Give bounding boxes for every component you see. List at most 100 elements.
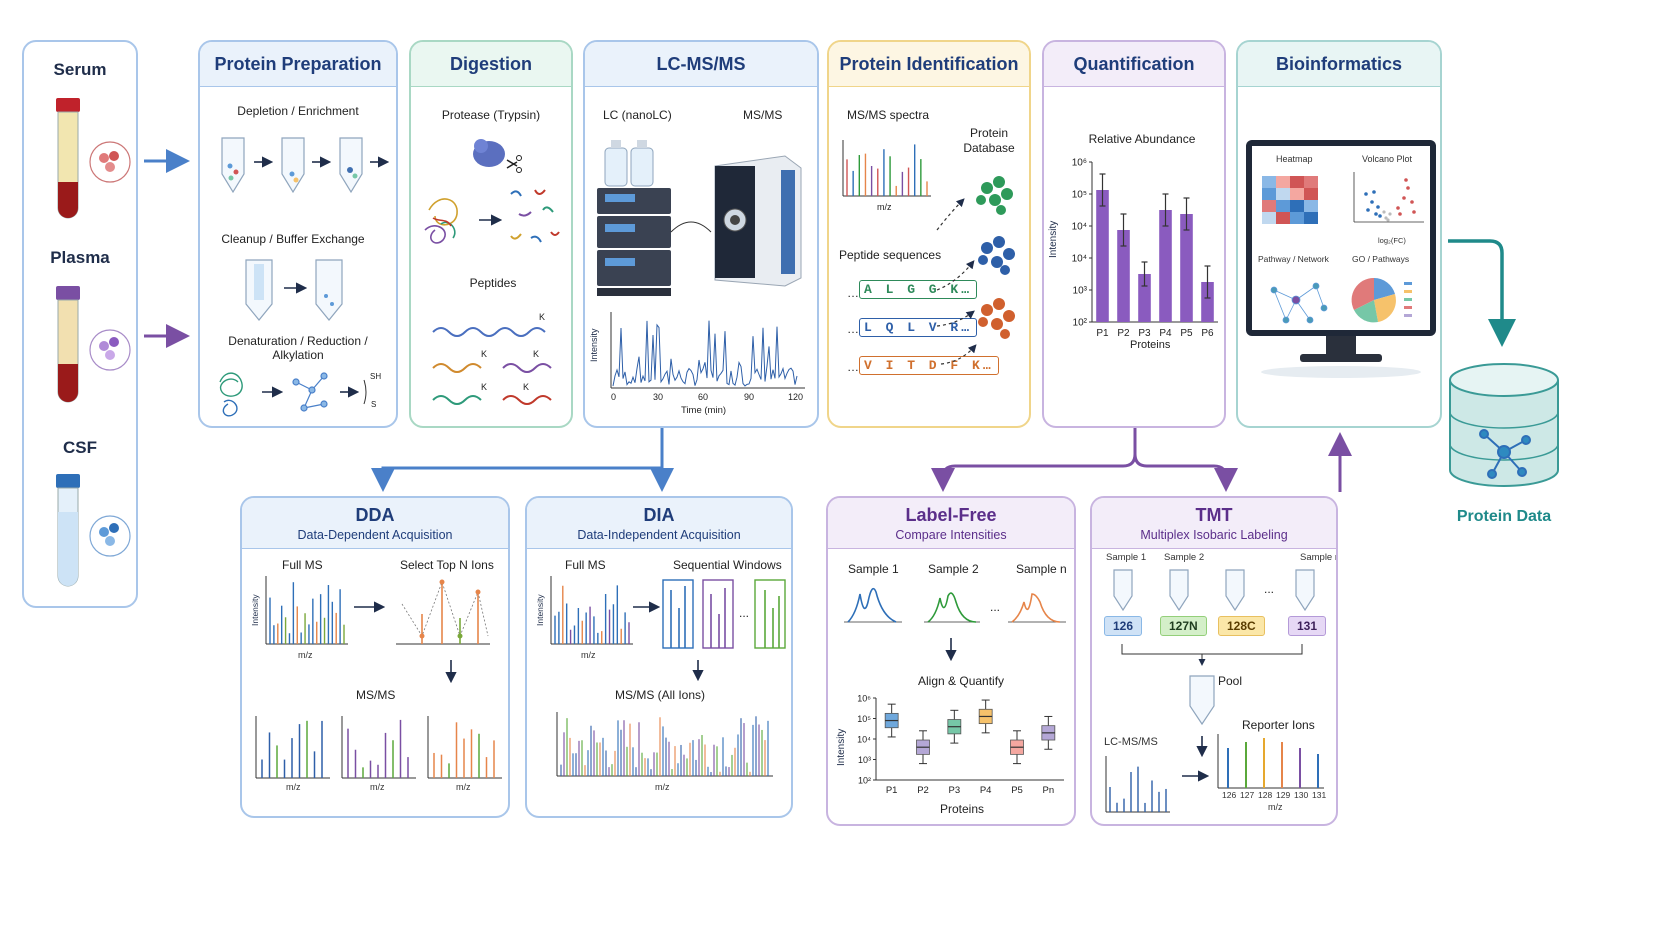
quantification-header: Quantification xyxy=(1044,42,1224,87)
sh-label: SH xyxy=(370,372,382,381)
pie-chart-icon xyxy=(1351,277,1412,323)
dda-full-ms-spectrum xyxy=(265,576,348,645)
identification-header: Protein Identification xyxy=(829,42,1029,87)
chromatogram-trace xyxy=(612,320,798,387)
page-title-identification: Protein Identification xyxy=(839,53,1019,74)
dia-panel: DIA Data-Independent Acquisition Full MS… xyxy=(525,496,793,818)
page-title-lcms: LC-MS/MS xyxy=(656,53,746,74)
tmt-ion-tick-128: 128 xyxy=(1258,790,1273,800)
k-label-4: K xyxy=(481,382,488,392)
depletion-label: Depletion / Enrichment xyxy=(237,104,359,118)
lf-align-label: Align & Quantify xyxy=(918,674,1005,688)
tmt-sample-n: Sample n xyxy=(1300,552,1338,563)
digestion-header: Digestion xyxy=(411,42,571,87)
dda-mz-2: m/z xyxy=(286,782,301,792)
abundance-x-tick-label: P2 xyxy=(1117,328,1130,339)
spectra-label: MS/MS spectra xyxy=(847,108,930,122)
bioinformatics-header: Bioinformatics xyxy=(1238,42,1440,87)
protein-data-label: Protein Data xyxy=(1456,508,1552,525)
dia-ellipsis: ... xyxy=(739,606,750,620)
boxplot-x-tick-label: P2 xyxy=(917,785,929,796)
denaturation-label-1: Denaturation / Reduction / xyxy=(228,334,368,348)
dia-windows-icon xyxy=(662,579,786,649)
protein-fold-icon xyxy=(219,372,243,417)
dda-msms-spectra xyxy=(255,716,502,779)
abundance-bar xyxy=(1201,282,1214,322)
dda-full-ms-label: Full MS xyxy=(282,558,323,572)
tmt-reporter-spectrum xyxy=(1217,734,1324,789)
peptide-sequence-1: A L G G K… xyxy=(859,280,978,299)
boxplot-y-tick-label: 10⁵ xyxy=(857,714,871,724)
dda-mz-4: m/z xyxy=(456,782,471,792)
dia-mz-2: m/z xyxy=(655,782,670,792)
lf-peaks-icon xyxy=(844,587,1066,623)
lf-sample-1: Sample 1 xyxy=(848,562,899,576)
abundance-x-tick-label: P1 xyxy=(1096,328,1109,339)
abundance-y-tick-label: 10² xyxy=(1073,318,1088,329)
abundance-bar xyxy=(1159,210,1172,322)
dda-ylabel: Intensity xyxy=(250,594,260,626)
database-label-2: Database xyxy=(963,141,1015,155)
abundance-x-tick-label: P4 xyxy=(1159,328,1172,339)
tmt-title: TMT xyxy=(1195,504,1233,525)
lf-sample-n: Sample n xyxy=(1016,562,1067,576)
abundance-bar xyxy=(1096,190,1109,322)
abundance-title: Relative Abundance xyxy=(1088,132,1196,146)
tmt-tag-131: 131 xyxy=(1288,616,1327,636)
boxplot-y-tick-label: 10³ xyxy=(858,755,871,765)
tmt-panel: TMT Multiplex Isobaric Labeling Sample 1… xyxy=(1090,496,1338,826)
lf-sample-2: Sample 2 xyxy=(928,562,979,576)
spectrum-mz-label: m/z xyxy=(877,202,892,212)
denaturation-label-2: Alkylation xyxy=(272,348,324,362)
protein-green-icon xyxy=(976,176,1013,215)
boxplot-x-tick-label: P5 xyxy=(1011,785,1023,796)
abundance-y-tick-label: 10³ xyxy=(1073,286,1088,297)
dia-ylabel: Intensity xyxy=(535,594,545,626)
boxplot-x-tick-label: P1 xyxy=(886,785,898,796)
boxplot-y-tick-label: 10⁴ xyxy=(857,735,871,745)
volcano-label: Volcano Plot xyxy=(1362,154,1413,164)
k-label-2: K xyxy=(481,349,488,359)
label-free-panel: Label-Free Compare Intensities Sample 1 … xyxy=(826,496,1076,826)
dda-mz-1: m/z xyxy=(298,650,313,660)
chromatogram-xtick-60: 60 xyxy=(698,392,709,402)
peptide-chains-icon xyxy=(432,327,552,405)
dda-arrow-down xyxy=(445,660,457,684)
tmt-ion-tick-130: 130 xyxy=(1294,790,1309,800)
tmt-mz-label: m/z xyxy=(1268,802,1283,812)
quantification-panel: Quantification Relative Abundance Intens… xyxy=(1042,40,1226,428)
abundance-y-tick-label: 10⁴ xyxy=(1072,222,1087,233)
dia-msms-label: MS/MS (All Ions) xyxy=(615,688,706,702)
protease-label: Protease (Trypsin) xyxy=(441,108,541,122)
abundance-x-tick-label: P3 xyxy=(1138,328,1151,339)
boxplot-x-tick-label: P4 xyxy=(980,785,992,796)
plasma-tube-icon xyxy=(56,286,131,403)
k-label-3: K xyxy=(533,349,540,359)
lcms-header: LC-MS/MS xyxy=(585,42,817,87)
chromatogram-xtick-90: 90 xyxy=(744,392,755,402)
abundance-x-tick-label: P6 xyxy=(1201,328,1214,339)
dda-panel: DDA Data-Dependent Acquisition Full MS S… xyxy=(240,496,510,818)
chromatogram-xtick-30: 30 xyxy=(653,392,664,402)
pathway-label: Pathway / Network xyxy=(1258,254,1329,264)
page-title-protein-preparation: Protein Preparation xyxy=(214,53,382,74)
depletion-tubes-icon xyxy=(221,137,363,194)
dia-arrow-down xyxy=(692,660,704,682)
serum-label: Serum xyxy=(53,60,107,79)
protein-blue-icon xyxy=(978,236,1015,275)
tmt-ion-tick-126: 126 xyxy=(1222,790,1237,800)
peptide-sequence-2: L Q L V R… xyxy=(859,318,978,337)
tmt-lcms-label: LC-MS/MS xyxy=(1104,736,1158,748)
digestion-illustrations xyxy=(424,139,560,405)
dda-header: DDA Data-Dependent Acquisition xyxy=(242,498,508,549)
peptide-fragments-icon xyxy=(510,189,560,243)
abundance-x-tick-label: P5 xyxy=(1180,328,1193,339)
dia-subtitle: Data-Independent Acquisition xyxy=(577,527,741,542)
database-proteins xyxy=(936,176,1015,365)
abundance-xlabel: Proteins xyxy=(1130,339,1171,351)
tmt-tag-127n: 127N xyxy=(1160,616,1207,636)
peptide-sequences-label: Peptide sequences xyxy=(839,248,942,262)
tmt-subtitle: Multiplex Isobaric Labeling xyxy=(1140,527,1288,542)
